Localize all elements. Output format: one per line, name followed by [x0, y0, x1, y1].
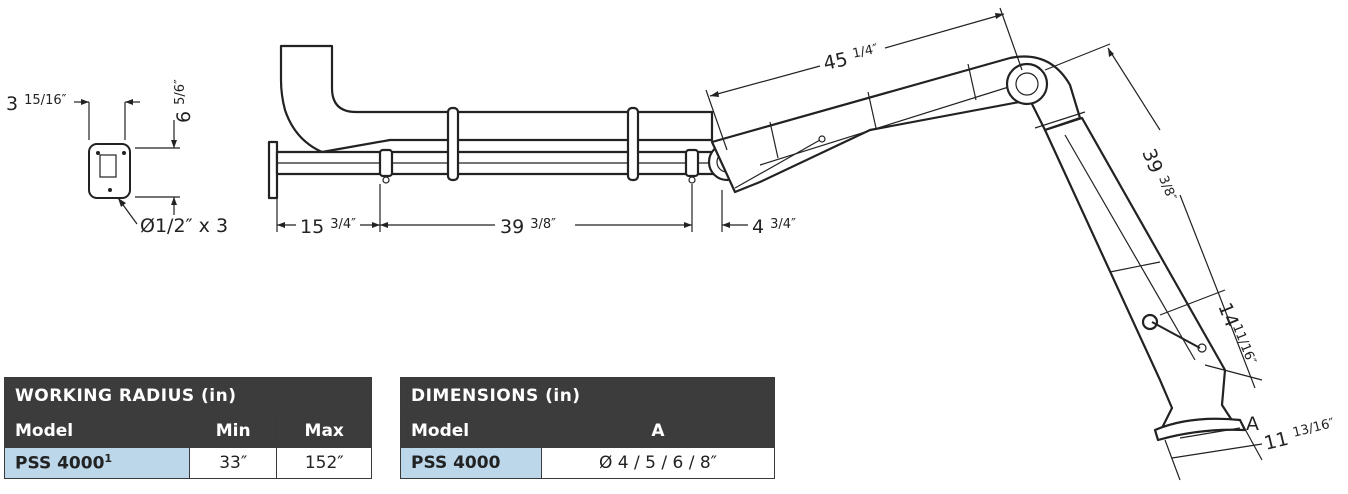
- dim-hood-length: 1411/16″: [1213, 300, 1258, 370]
- a-cell: Ø 4 / 5 / 6 / 8″: [541, 447, 775, 479]
- dim-joint-offset: 4 3/4″: [752, 216, 796, 238]
- dim-wall-offset: 15 3/4″: [300, 216, 356, 238]
- max-cell: 152″: [276, 447, 372, 479]
- horizontal-dimensions: [276, 180, 748, 232]
- dim-extension-length: 39 3/8″: [500, 216, 556, 238]
- model-cell: PSS 40001: [4, 447, 190, 479]
- dim-upper-arm: 45 1/4″: [821, 42, 881, 75]
- table-row: PSS 4000 Ø 4 / 5 / 6 / 8″: [400, 447, 775, 479]
- table-title: WORKING RADIUS (in): [4, 377, 372, 415]
- table-row: PSS 40001 33″ 152″: [4, 447, 372, 479]
- table-header-row: Model A: [400, 414, 775, 448]
- dim-bracket-height: 6 5/6″: [173, 79, 195, 123]
- model-cell: PSS 4000: [400, 447, 542, 479]
- table-title: DIMENSIONS (in): [400, 377, 775, 415]
- col-header: Model: [4, 414, 190, 448]
- dim-forearm: 39 3/8″: [1137, 146, 1178, 206]
- col-header: Max: [276, 414, 372, 448]
- angled-dimensions: [705, 7, 1263, 481]
- dim-bracket-width: 3 15/16″: [6, 93, 67, 115]
- extraction-arm-drawing: [267, 44, 1247, 442]
- dim-mount-holes: Ø1/2″ x 3: [140, 215, 228, 237]
- col-header: Model: [400, 414, 542, 448]
- dim-label-a: A: [1246, 413, 1259, 435]
- col-header: A: [541, 414, 775, 448]
- table-header-row: Model Min Max: [4, 414, 372, 448]
- min-cell: 33″: [188, 447, 278, 479]
- dimensions-table: DIMENSIONS (in) Model A PSS 4000 Ø 4 / 5…: [400, 377, 775, 479]
- wall-bracket-detail: [74, 99, 180, 225]
- col-header: Min: [188, 414, 278, 448]
- working-radius-table: WORKING RADIUS (in) Model Min Max PSS 40…: [4, 377, 372, 479]
- dim-hood-width: 11 13/16″: [1262, 416, 1338, 455]
